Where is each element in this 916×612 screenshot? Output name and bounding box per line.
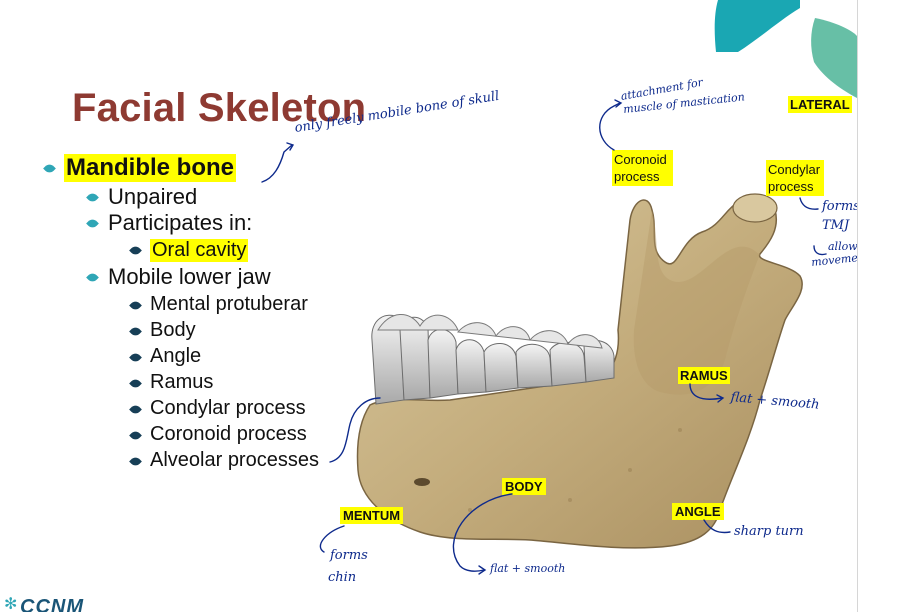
body-note: flat + smooth	[490, 562, 565, 575]
logo-mark-icon: ✻	[4, 598, 18, 612]
footer-logo: CCNM	[20, 596, 84, 612]
angle-note: sharp turn	[734, 524, 804, 539]
slide-edge	[857, 0, 858, 612]
mentum-note-line1: forms	[330, 548, 368, 563]
mentum-note-line2: chin	[328, 570, 356, 585]
condylar-note-line1: forms	[822, 199, 857, 214]
condylar-note-line2: TMJ	[822, 218, 849, 233]
slide: Facial Skeleton LATERAL Mandible bone Un…	[0, 0, 857, 612]
